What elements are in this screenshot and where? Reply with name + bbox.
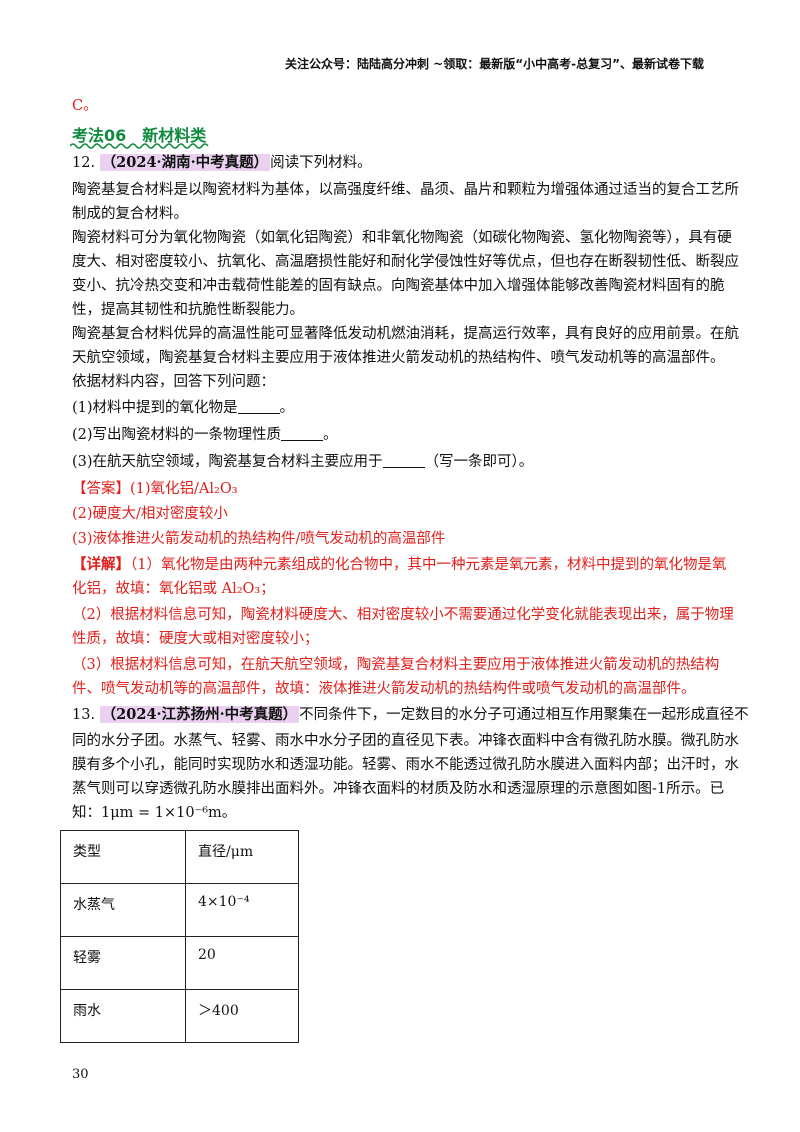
section-underline [70,143,209,149]
sub-question-2: (2)写出陶瓷材料的一条物理性质 。 [72,425,338,445]
paragraph-line: 制成的复合材料。 [72,206,188,222]
paragraph-line: 蒸气则可以穿透微孔防水膜排出面料外。冲锋衣面料的材质及防水和透湿原理的示意图如图… [72,781,725,797]
sub-question-end: （写一条即可）。 [424,454,534,470]
page-number: 30 [72,1067,89,1082]
paragraph-line: 知：1μm = 1×10⁻⁶m。 [72,805,237,821]
sub-question-3: (3)在航天航空领域，陶瓷基复合材料主要应用于 （写一条即可）。 [72,452,533,472]
paragraph-line: 陶瓷基复合材料是以陶瓷材料为基体，以高强度纤维、晶须、晶片和颗粒为增强体通过适当… [72,182,739,198]
source-tag: （2024·江苏扬州·中考真题） [99,706,300,723]
detail-line: （3）根据材料信息可知，在航天航空领域，陶瓷基复合材料主要应用于液体推进火箭发动… [72,657,720,673]
paragraph-line: 膜有多个小孔，能同时实现防水和透湿功能。轻雾、雨水不能透过微孔防水膜进入面料内部… [72,757,739,773]
answer-3: (3)液体推进火箭发动机的热结构件/喷气发动机的高温部件 [72,531,446,547]
previous-answer-tail: C。 [72,98,98,114]
answer-2: (2)硬度大/相对密度较小 [72,506,228,522]
paragraph-line: 陶瓷基复合材料优异的高温性能可显著降低发动机燃油消耗，提高运行效率，具有良好的应… [72,326,739,342]
question-intro: 阅读下列材料。 [270,155,372,171]
table-cell: 20 [185,936,299,990]
detail-label: 【详解】 [72,556,130,573]
answer-1: 【答案】(1)氧化铝/Al₂O₃ [72,479,238,499]
question-13-heading: 13. （2024·江苏扬州·中考真题）不同条件下，一定数目的水分子可通过相互作… [72,705,749,725]
page-header: 关注公众号：陆陆高分冲刺 ~领取：最新版“小中高考-总复习”、最新试卷下载 [285,57,704,71]
table-cell: 轻雾 [60,936,186,990]
paragraph-line: 性，提高其韧性和抗脆性断裂能力。 [72,302,304,318]
sub-question-1: (1)材料中提到的氧化物是 。 [72,398,294,418]
detail-text: （1）氧化物是由两种元素组成的化合物中，其中一种元素是氧元素，材料中提到的氧化物… [130,557,727,573]
paragraph-line: 度大、相对密度较小、抗氧化、高温磨损性能好和耐化学侵蚀性好等优点，但也存在断裂韧… [72,254,739,270]
detail-line: 化铝，故填：氧化铝或 Al₂O₃； [72,581,275,597]
sub-question-end: 。 [279,400,295,416]
paragraph-line: 陶瓷材料可分为氧化物陶瓷（如氧化铝陶瓷）和非氧化物陶瓷（如碳化物陶瓷、氢化物陶瓷… [72,230,732,246]
table-cell: 4×10⁻⁴ [185,883,299,937]
detail-line: 件、喷气发动机等的高温部件，故填：液体推进火箭发动机的热结构件或喷气发动机的高温… [72,681,696,697]
answer-text: (1)氧化铝/Al₂O₃ [130,481,238,497]
table-cell: ＞400 [185,989,299,1043]
table-header-cell: 类型 [60,830,186,884]
table-header-cell: 直径/μm [185,830,299,884]
source-tag: （2024·湖南·中考真题） [99,154,271,171]
table-row: 水蒸气 4×10⁻⁴ [60,883,299,937]
answer-blank [281,426,324,441]
question-prompt: 依据材料内容，回答下列问题： [72,374,275,390]
sub-question-text: (3)在航天航空领域，陶瓷基复合材料主要应用于 [72,454,383,470]
sub-question-text: (1)材料中提到的氧化物是 [72,400,238,416]
table-cell: 水蒸气 [60,883,186,937]
table-row: 轻雾 20 [60,936,299,990]
paragraph-line: 同的水分子团。水蒸气、轻雾、雨水中水分子团的直径见下表。冲锋衣面料中含有微孔防水… [72,733,739,749]
answer-blank [382,453,425,468]
paragraph-line: 变小、抗冷热交变和冲击载荷性能差的固有缺点。向陶瓷基体中加入增强体能够改善陶瓷材… [72,278,725,294]
diameter-table: 类型 直径/μm 水蒸气 4×10⁻⁴ 轻雾 20 雨水 ＞400 [60,830,299,1043]
paragraph-line: 天航空领域，陶瓷基复合材料主要应用于液体推进火箭发动机的热结构件、喷气发动机等的… [72,350,725,366]
question-12-heading: 12. （2024·湖南·中考真题）阅读下列材料。 [72,153,372,173]
question-number: 13. [72,707,96,723]
detail-line: 性质，故填：硬度大或相对密度较小； [72,631,319,647]
paragraph-line: 不同条件下，一定数目的水分子可通过相互作用聚集在一起形成直径不 [299,707,749,723]
question-number: 12. [72,155,96,171]
table-row: 雨水 ＞400 [60,989,299,1043]
table-header-row: 类型 直径/μm [60,830,299,884]
sub-question-text: (2)写出陶瓷材料的一条物理性质 [72,427,282,443]
section-title: 考法06 新材料类 [72,126,207,145]
detail-1: 【详解】（1）氧化物是由两种元素组成的化合物中，其中一种元素是氧元素，材料中提到… [72,555,726,575]
answer-blank [237,399,280,414]
answer-label: 【答案】 [72,481,130,497]
detail-line: （2）根据材料信息可知，陶瓷材料硬度大、相对密度较小不需要通过化学变化就能表现出… [72,607,734,623]
sub-question-end: 。 [323,427,338,443]
table-cell: 雨水 [60,989,186,1043]
